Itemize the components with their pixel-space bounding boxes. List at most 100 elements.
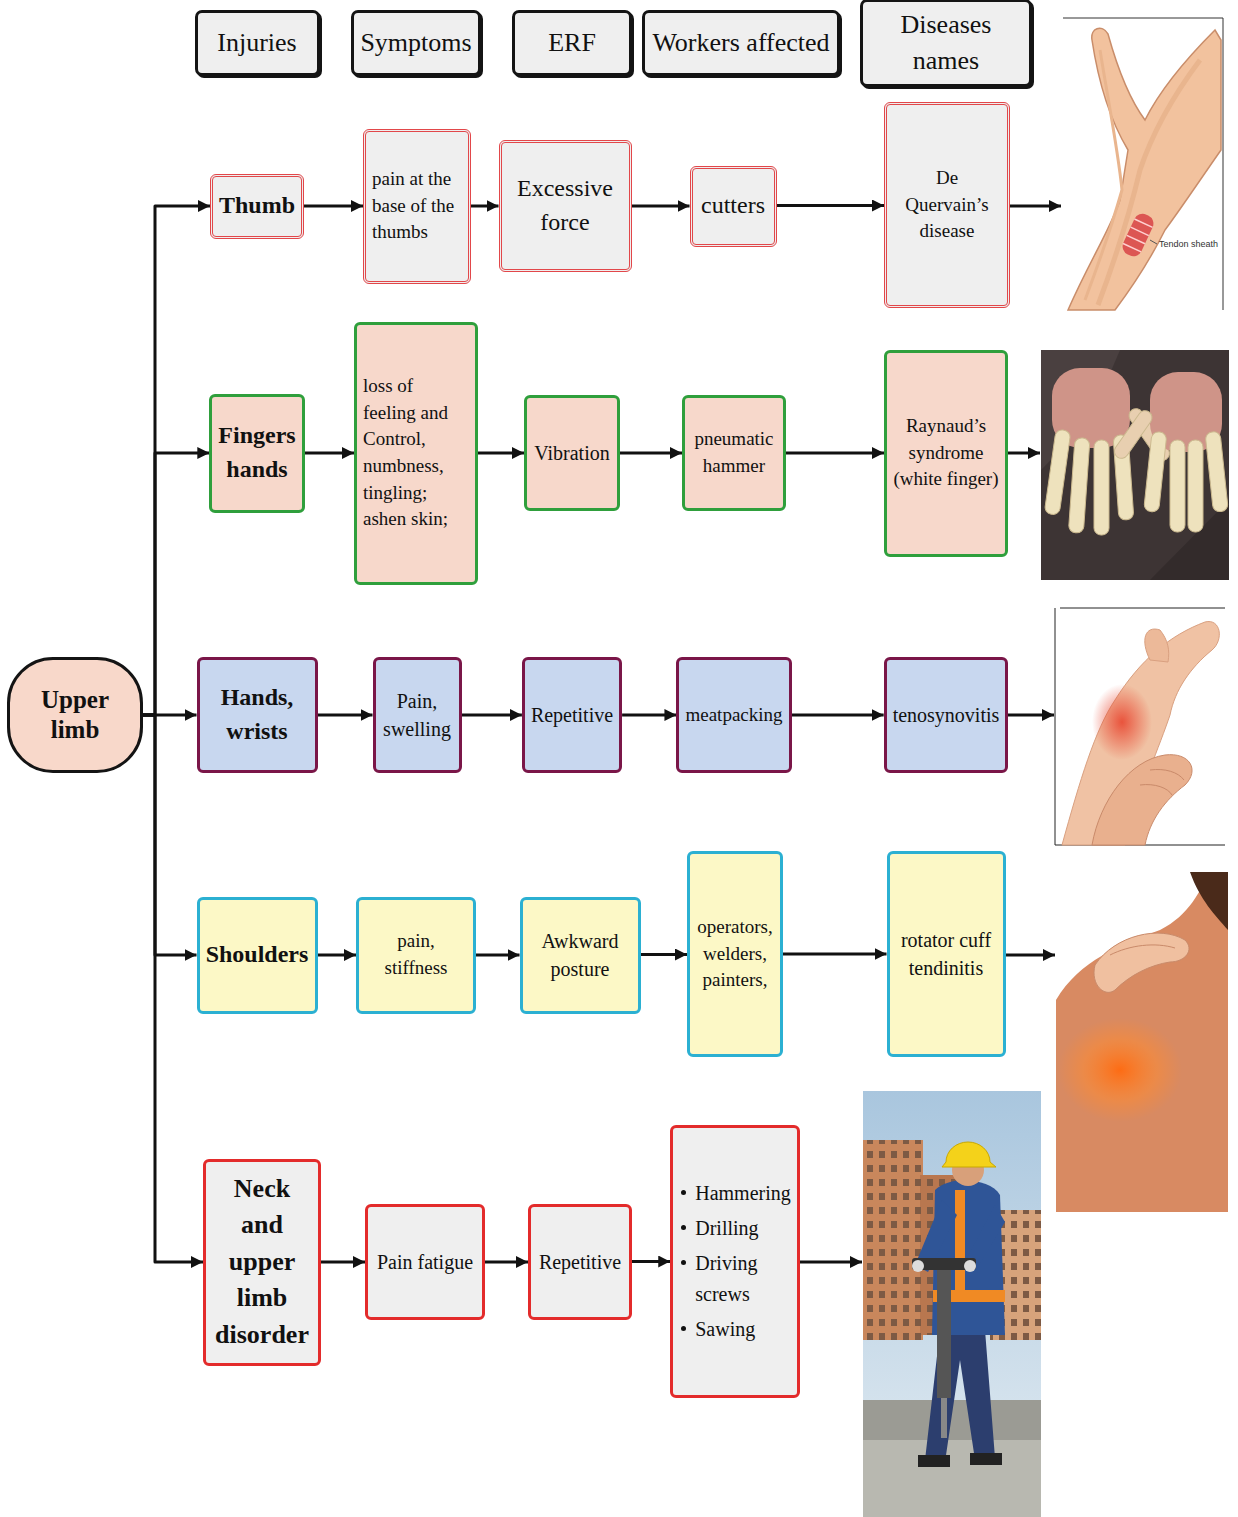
- risk-factor-box: Excessive force: [499, 140, 632, 272]
- node-text: Diseases names: [869, 7, 1023, 80]
- symptom-box: pain at the base of the thumbs: [363, 129, 471, 284]
- sheath-stripe: [1127, 235, 1145, 243]
- tendon: [1098, 60, 1200, 305]
- injury-box: Neck and upper limb disorder: [203, 1159, 321, 1366]
- picture-arrow: [798, 1261, 862, 1264]
- picture-frame: [1223, 18, 1224, 310]
- node-text: Symptoms: [360, 25, 471, 61]
- concrete-slab: [863, 1440, 1041, 1517]
- disease-box: tenosynovitis: [884, 657, 1009, 773]
- finger: [1068, 438, 1090, 534]
- column-header: Injuries: [195, 10, 320, 76]
- connector-arrow: [485, 1261, 528, 1264]
- worker-photo: [863, 1091, 1041, 1517]
- ground: [863, 1400, 1041, 1517]
- picture-frame: [1055, 608, 1056, 845]
- connector-arrow: [471, 205, 499, 208]
- node-text: tenosynovitis: [893, 701, 1000, 729]
- injury-box: Hands, wrists: [197, 657, 318, 773]
- disease-box: rotator cuff tendinitis: [887, 851, 1006, 1057]
- injury-box: Shoulders: [197, 897, 318, 1014]
- connector-arrow: [620, 452, 682, 455]
- hammer-bit: [941, 1398, 947, 1438]
- picture-ground: [1056, 872, 1228, 1212]
- sheath-shape: [1120, 211, 1157, 259]
- node-text: Neck and upper limb disorder: [212, 1171, 312, 1353]
- connector-arrow: [783, 953, 887, 956]
- finger: [1205, 431, 1228, 512]
- picture-frame: [1060, 608, 1225, 609]
- reflective-stripe: [955, 1190, 965, 1290]
- worker-box: HammeringDrillingDriving screwsSawing: [670, 1125, 800, 1398]
- sheath-stripe: [1134, 219, 1152, 227]
- symptom-box: Pain, swelling: [373, 657, 462, 773]
- node-text: Repetitive: [539, 1248, 621, 1276]
- bullet-dot: [681, 1260, 686, 1265]
- connector-arrow: [462, 714, 522, 717]
- tendon-sheath: [1120, 211, 1157, 259]
- connector-arrow: [318, 714, 373, 717]
- node-text: pneumatic hammer: [691, 426, 777, 479]
- node-text: Repetitive: [531, 701, 613, 729]
- column-header: Diseases names: [860, 0, 1032, 87]
- bullet-dot: [681, 1225, 686, 1230]
- node-text: Pain fatigue: [377, 1248, 473, 1276]
- connector-arrow: [143, 715, 203, 1262]
- building-windows: [863, 1140, 923, 1340]
- node-text: De Quervain’s disease: [893, 165, 1001, 245]
- node-text: operators, welders, painters,: [696, 914, 774, 994]
- node-text: Pain, swelling: [382, 687, 453, 743]
- disease-box: De Quervain’s disease: [884, 102, 1010, 308]
- sheath-stripe: [1123, 243, 1141, 251]
- picture-frame: [1063, 18, 1223, 19]
- thumb: [1112, 408, 1155, 461]
- shoulder-photo: [1056, 872, 1228, 1212]
- risk-factor-box: Repetitive: [528, 1204, 632, 1320]
- tendon-illustration: [1063, 18, 1223, 310]
- risk-factor-box: Vibration: [524, 395, 620, 511]
- connector-arrow: [304, 205, 363, 208]
- finger: [1170, 440, 1185, 532]
- finger: [1044, 429, 1071, 515]
- picture-arrow: [1008, 714, 1054, 717]
- connector-arrow: [318, 954, 357, 957]
- node-text: Workers affected: [652, 25, 829, 61]
- connector-arrow: [143, 206, 210, 715]
- hand-on-shoulder: [1094, 933, 1189, 992]
- list-item: Driving screws: [679, 1248, 791, 1310]
- list-item: Drilling: [679, 1213, 758, 1244]
- node-text: pain, stiffness: [365, 928, 467, 981]
- gripping-hand: [1092, 755, 1192, 845]
- node-text: Vibration: [534, 439, 609, 467]
- callout-label: Tendon sheath: [1159, 239, 1218, 249]
- node-text: loss of feeling and Control, numbness, t…: [363, 373, 469, 533]
- node-text: meatpacking: [685, 702, 782, 729]
- finger-line: [1140, 785, 1172, 795]
- sheath-stripe: [1131, 227, 1149, 235]
- symptom-box: Pain fatigue: [365, 1204, 485, 1320]
- node-text: Injuries: [217, 25, 296, 61]
- risk-factor-box: Awkward posture: [520, 897, 641, 1014]
- worker-box: operators, welders, painters,: [687, 851, 783, 1057]
- column-header: Symptoms: [351, 10, 480, 76]
- picture-arrow: [1010, 205, 1061, 208]
- glove: [964, 1260, 976, 1272]
- connector-arrow: [632, 205, 690, 208]
- node-text: Upper limb: [16, 685, 134, 745]
- worker-box: cutters: [690, 166, 777, 247]
- leader-line: [1150, 240, 1157, 244]
- building: [863, 1140, 923, 1340]
- node-text: Shoulders: [206, 938, 309, 972]
- column-header: Workers affected: [642, 10, 840, 76]
- picture-ground: [1063, 18, 1223, 310]
- arm-shape: [1062, 622, 1219, 845]
- worker-box: pneumatic hammer: [682, 395, 786, 511]
- finger: [1188, 440, 1203, 532]
- boot: [970, 1453, 1002, 1465]
- connector-arrow: [632, 1260, 670, 1263]
- list-item: Hammering: [679, 1178, 791, 1209]
- bullet-dot: [681, 1326, 686, 1331]
- finger: [1094, 440, 1109, 535]
- tendon: [1085, 50, 1122, 300]
